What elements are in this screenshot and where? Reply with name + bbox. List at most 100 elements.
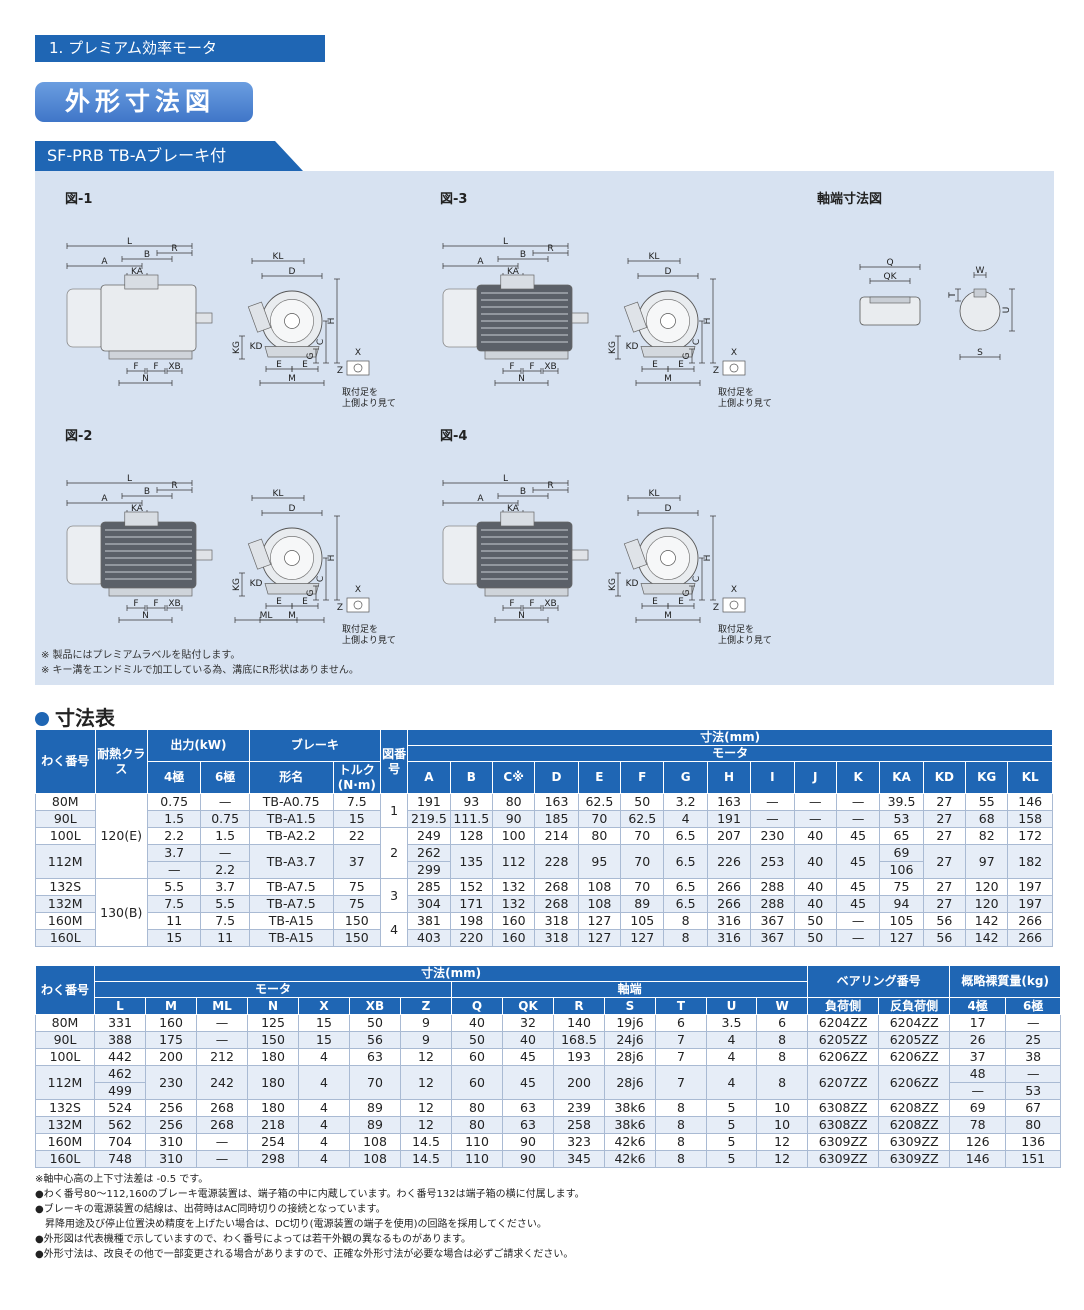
dim-label-X: X [731,348,737,358]
cell-F: 50 [620,793,665,811]
cell-17: 69 [949,1099,1007,1117]
brake-cover [442,288,482,348]
cell-D: 185 [534,810,579,828]
th2-dim-3: N [247,997,299,1015]
dim-label-KL: KL [649,252,660,262]
cell-8: 60 [451,1065,503,1100]
th2-dim-10: S [604,997,656,1015]
cell-J: 40 [794,878,837,896]
cell-A: 191 [407,793,451,811]
feet [484,350,569,360]
th2-bearing: ベアリング番号 [807,965,951,998]
cell-frame: 132M [35,895,96,913]
cell-J: 40 [794,844,837,879]
front-hub [660,313,676,329]
cell-I: 253 [750,844,795,879]
th-dim-2: C※ [491,761,536,794]
cell-B: 220 [450,929,493,947]
th2-4p: 4極 [949,997,1007,1015]
cell-KG: 97 [965,844,1009,879]
dim-label-KD: KD [250,579,263,589]
cell-F: 70 [620,878,665,896]
th-brake: ブレーキ [248,729,382,762]
cell-KA: 53 [879,810,924,828]
dim-label-D: D [289,504,296,514]
cell-17: 146 [949,1150,1007,1168]
cell-11: 38k6 [604,1099,656,1117]
cell-F: 62.5 [620,810,665,828]
cell-KA: 94 [879,895,924,913]
cell-13: 4 [706,1048,757,1066]
cell-16: 6206ZZ [878,1048,951,1066]
th2-dim-1: M [145,997,197,1015]
cell-12: 8 [655,1133,707,1151]
cell-A: 249 [407,827,451,845]
bolt-hole [729,600,739,610]
cell-J: 50 [794,929,837,947]
th-dim-8: I [750,761,795,794]
cell-frame: 100L [35,1048,95,1066]
cell-3: — [196,1031,248,1049]
th-dim-3: D [534,761,579,794]
cell-J: 50 [794,912,837,930]
cell-A: 381 [407,912,451,930]
motor-body [476,284,573,352]
cell-2: 160 [145,1014,197,1032]
footnote-2: ●ブレーキの電源装置の結線は、出荷時はAC同時切りの接続となっています。 [35,1204,386,1215]
dim-label-KD: KD [250,342,263,352]
drawing-note-1: ※ 製品にはプレミアムラベルを貼付します。 [41,650,241,661]
cell-frame: 160M [35,912,96,930]
cell-C※: 160 [492,929,536,947]
cell-2: 230 [145,1065,197,1100]
cell-3: — [196,1133,248,1151]
cell-B: 111.5 [450,810,493,828]
cell-18: — [1005,1014,1062,1032]
th-output: 出力(kW) [146,729,250,762]
cell-frame: 112M [35,844,96,879]
cell-p4: 5.5 [147,878,202,896]
cell-bname: TB-A3.7 [249,844,334,879]
dim-label-L: L [503,237,508,247]
footnote-1: ●わく番号80～112,160のブレーキ電源装置は、端子箱の中に内蔵しています。… [35,1189,585,1200]
dim-label-M: M [664,611,672,621]
dim-label-E: E [652,597,658,607]
th2-frame: わく番号 [35,965,95,1015]
dim-label-F: F [153,362,158,372]
cell-KG: 142 [965,912,1009,930]
cell-8: 80 [451,1099,503,1117]
cell-E: 127 [578,912,622,930]
mount-note: 取付足を [718,387,754,398]
cell-12: 7 [655,1031,707,1049]
dim-label-D: D [665,504,672,514]
dim-label-C: C [316,339,326,345]
dim-label-KG: KG [232,341,242,354]
cell-18: — [1005,1065,1062,1083]
cell-17: 26 [949,1031,1007,1049]
cell-E: 108 [578,878,622,896]
th2-dim-13: W [755,997,809,1015]
dim-label-M: M [664,374,672,384]
cell-14: 12 [756,1150,809,1168]
cell-KL: 182 [1007,844,1053,879]
section-header: 1. プレミアム効率モータ [35,35,325,62]
cell-K: — [836,929,881,947]
cell-p6: 7.5 [200,912,250,930]
cell-D: 214 [534,827,579,845]
th2-dim-12: U [706,997,757,1015]
cell-5: 15 [298,1014,350,1032]
cell-7: 12 [400,1116,452,1134]
foot-detail [346,597,370,613]
cell-E: 95 [578,844,622,879]
th-dim-1: B [449,761,493,794]
cell-p6: — [200,793,250,811]
dim-label-M: M [288,374,296,384]
dim-label-M: M [288,611,296,621]
cell-15: 6207ZZ [807,1065,880,1100]
cell-12: 6 [655,1014,707,1032]
th2-dim-4: X [298,997,350,1015]
